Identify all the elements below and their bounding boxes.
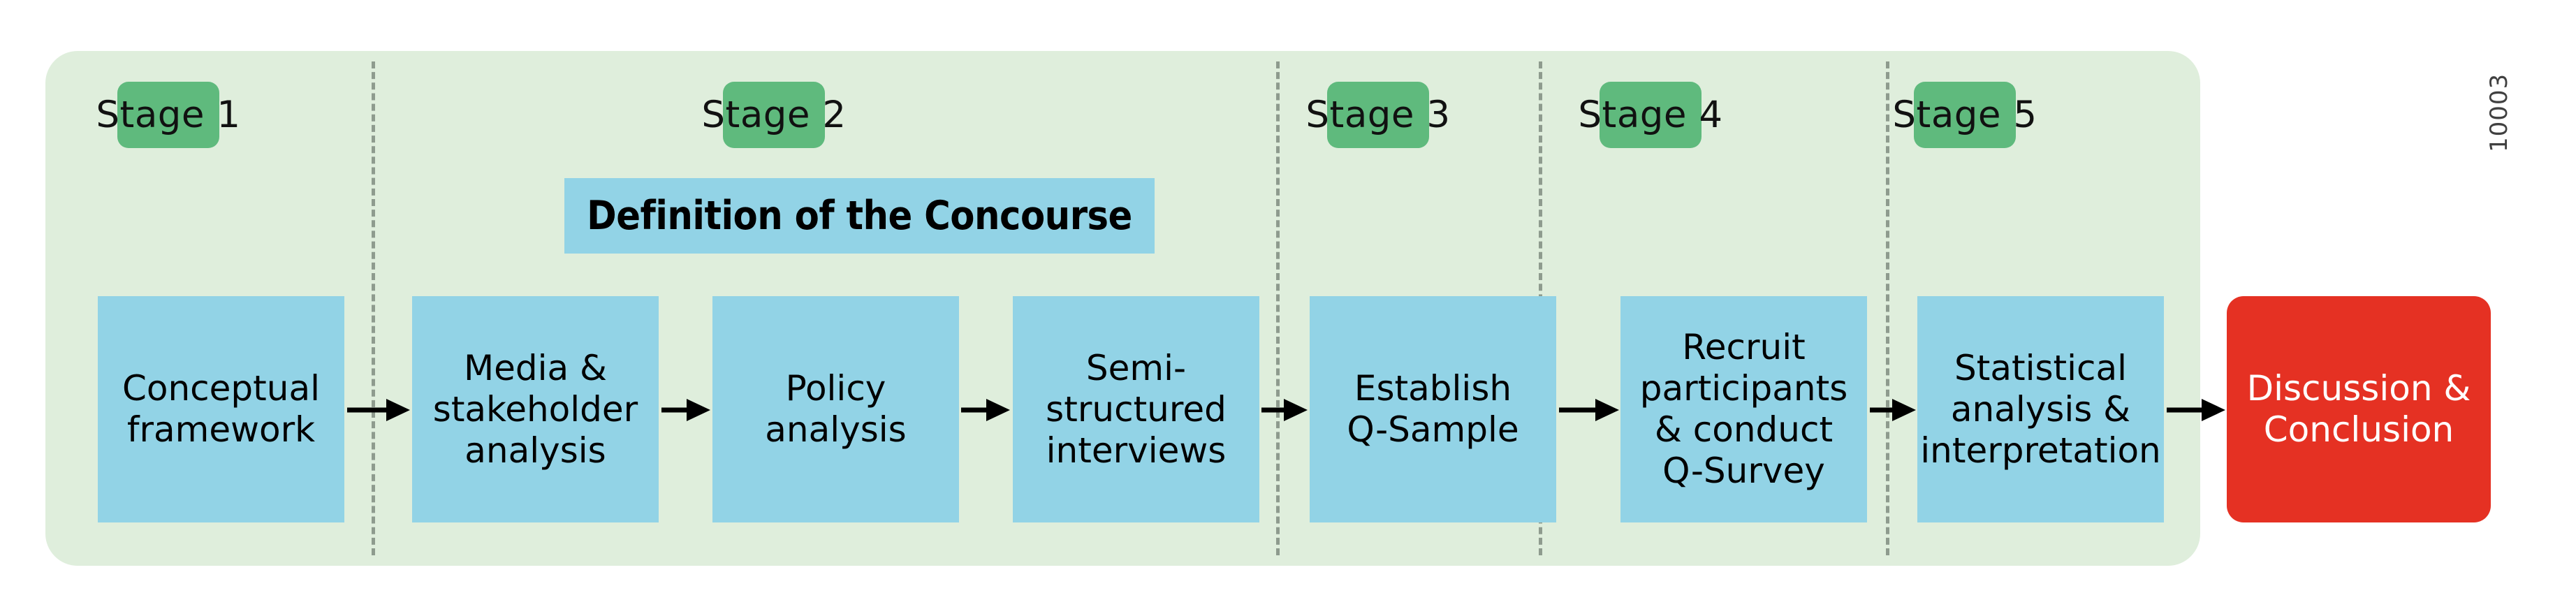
process-box-label: Recruit participants & conduct Q-Survey bbox=[1639, 327, 1848, 491]
process-box-label: Conceptual framework bbox=[122, 368, 320, 450]
stage-badge-4: Stage 4 bbox=[1578, 82, 1722, 148]
stage-badge-5: Stage 5 bbox=[1892, 82, 2037, 148]
process-box-policy-analysis: Policy analysis bbox=[712, 296, 959, 522]
arrow-right-icon bbox=[347, 396, 410, 424]
process-box-conceptual-framework: Conceptual framework bbox=[98, 296, 344, 522]
process-box-label: Establish Q-Sample bbox=[1347, 368, 1519, 450]
arrow-right-icon bbox=[961, 396, 1010, 424]
process-box-label: Semi- structured interviews bbox=[1046, 347, 1227, 471]
process-box-label: Statistical analysis & interpretation bbox=[1920, 347, 2161, 471]
divider-stage2-stage3 bbox=[1276, 61, 1280, 555]
stage-badge-label: Stage 5 bbox=[1892, 94, 2037, 136]
concourse-banner: Definition of the Concourse bbox=[564, 178, 1155, 254]
process-box-statistical-analysis-interpretation: Statistical analysis & interpretation bbox=[1917, 296, 2164, 522]
stage-badge-2: Stage 2 bbox=[701, 82, 846, 148]
stage-badge-label: Stage 1 bbox=[96, 94, 241, 136]
divider-stage4-stage5 bbox=[1886, 61, 1889, 555]
stage-badge-label: Stage 3 bbox=[1305, 94, 1451, 136]
stage-badge-3: Stage 3 bbox=[1305, 82, 1450, 148]
concourse-banner-label: Definition of the Concourse bbox=[587, 193, 1132, 239]
process-box-recruit-participants-q-survey: Recruit participants & conduct Q-Survey bbox=[1620, 296, 1867, 522]
terminal-box-label: Discussion & Conclusion bbox=[2246, 368, 2471, 450]
terminal-box-discussion-conclusion: Discussion & Conclusion bbox=[2227, 296, 2491, 522]
arrow-right-icon bbox=[661, 396, 710, 424]
process-box-establish-q-sample: Establish Q-Sample bbox=[1310, 296, 1556, 522]
stage-badge-label: Stage 2 bbox=[701, 94, 847, 136]
process-box-media-stakeholder-analysis: Media & stakeholder analysis bbox=[412, 296, 659, 522]
arrow-right-icon bbox=[2167, 396, 2225, 424]
process-box-label: Media & stakeholder analysis bbox=[432, 347, 638, 471]
stage-badge-label: Stage 4 bbox=[1578, 94, 1723, 136]
process-box-label: Policy analysis bbox=[765, 368, 907, 450]
arrow-right-icon bbox=[1559, 396, 1619, 424]
figure-id-label: 10003 bbox=[2485, 73, 2513, 152]
stage-badge-1: Stage 1 bbox=[96, 82, 240, 148]
arrow-right-icon bbox=[1870, 396, 1916, 424]
arrow-right-icon bbox=[1261, 396, 1308, 424]
process-box-semi-structured-interviews: Semi- structured interviews bbox=[1013, 296, 1259, 522]
divider-stage1-stage2 bbox=[372, 61, 375, 555]
